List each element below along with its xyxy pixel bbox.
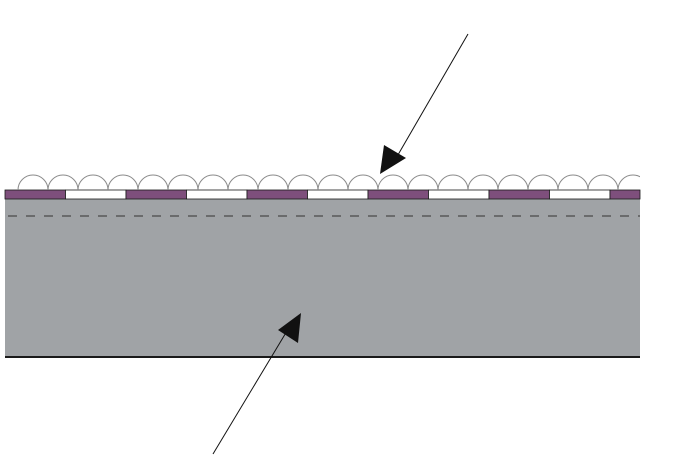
purple-layer-segment: [488, 189, 550, 200]
bump: [467, 174, 499, 191]
bump: [347, 174, 379, 191]
bump: [227, 174, 259, 191]
gap-segment: [65, 189, 127, 200]
bump: [617, 174, 640, 191]
bump: [287, 174, 319, 191]
purple-layer-segment: [367, 189, 429, 200]
bump: [437, 174, 469, 191]
bump: [77, 174, 109, 191]
hemisphere-bumps: [17, 174, 640, 191]
bump: [167, 174, 199, 191]
bump: [407, 174, 439, 191]
incoming-arrow: [380, 33, 469, 174]
purple-layer-segment: [125, 189, 187, 200]
gap-segment: [186, 189, 248, 200]
outgoing-arrow-shaft: [212, 325, 291, 455]
purple-layer-segment: [4, 189, 66, 200]
gap-segment: [549, 189, 611, 200]
bump: [257, 174, 289, 191]
substrate-block: [5, 198, 640, 357]
bump: [497, 174, 529, 191]
gap-segment: [307, 189, 369, 200]
purple-layer-segment: [609, 189, 641, 200]
bump: [17, 174, 49, 191]
bump: [47, 174, 79, 191]
outgoing-arrow: [212, 313, 301, 455]
bump: [317, 174, 349, 191]
bump: [107, 174, 139, 191]
bump: [587, 174, 619, 191]
gap-segment: [428, 189, 490, 200]
bump: [377, 174, 409, 191]
bump: [557, 174, 589, 191]
bump: [197, 174, 229, 191]
bump: [527, 174, 559, 191]
incoming-arrow-shaft: [394, 33, 469, 161]
purple-layer-segment: [246, 189, 308, 200]
outgoing-arrow-head: [278, 313, 301, 343]
bump: [137, 174, 169, 191]
incoming-arrow-head: [380, 145, 406, 174]
segmented-top-layer: [4, 189, 641, 200]
